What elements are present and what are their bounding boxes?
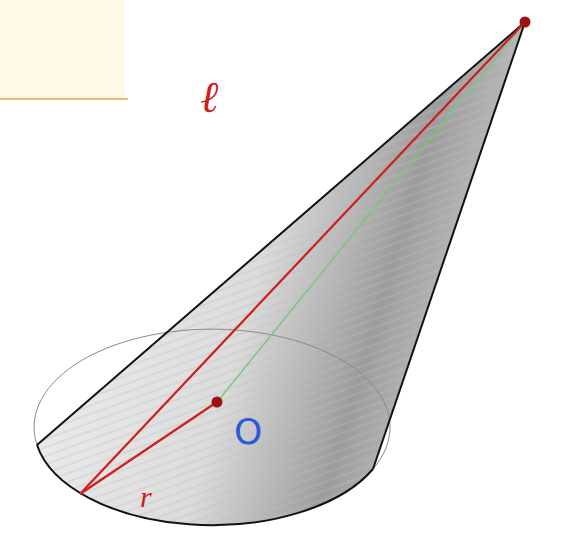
slant-height-line [80, 22, 525, 494]
center-point [212, 397, 223, 408]
base-back-arc [34, 329, 390, 469]
radius-label: r [140, 482, 152, 512]
cone-edge [373, 22, 525, 469]
cone-edge [37, 22, 525, 445]
slant-height-label: ℓ [200, 76, 218, 120]
slide-band [0, 0, 125, 100]
slide-rule [0, 98, 128, 100]
radius-line [80, 402, 217, 494]
center-label: O [234, 414, 262, 450]
cone-shading [37, 22, 525, 525]
apex-point [520, 17, 531, 28]
cone-axis [217, 22, 525, 402]
cone-surface [37, 22, 525, 525]
